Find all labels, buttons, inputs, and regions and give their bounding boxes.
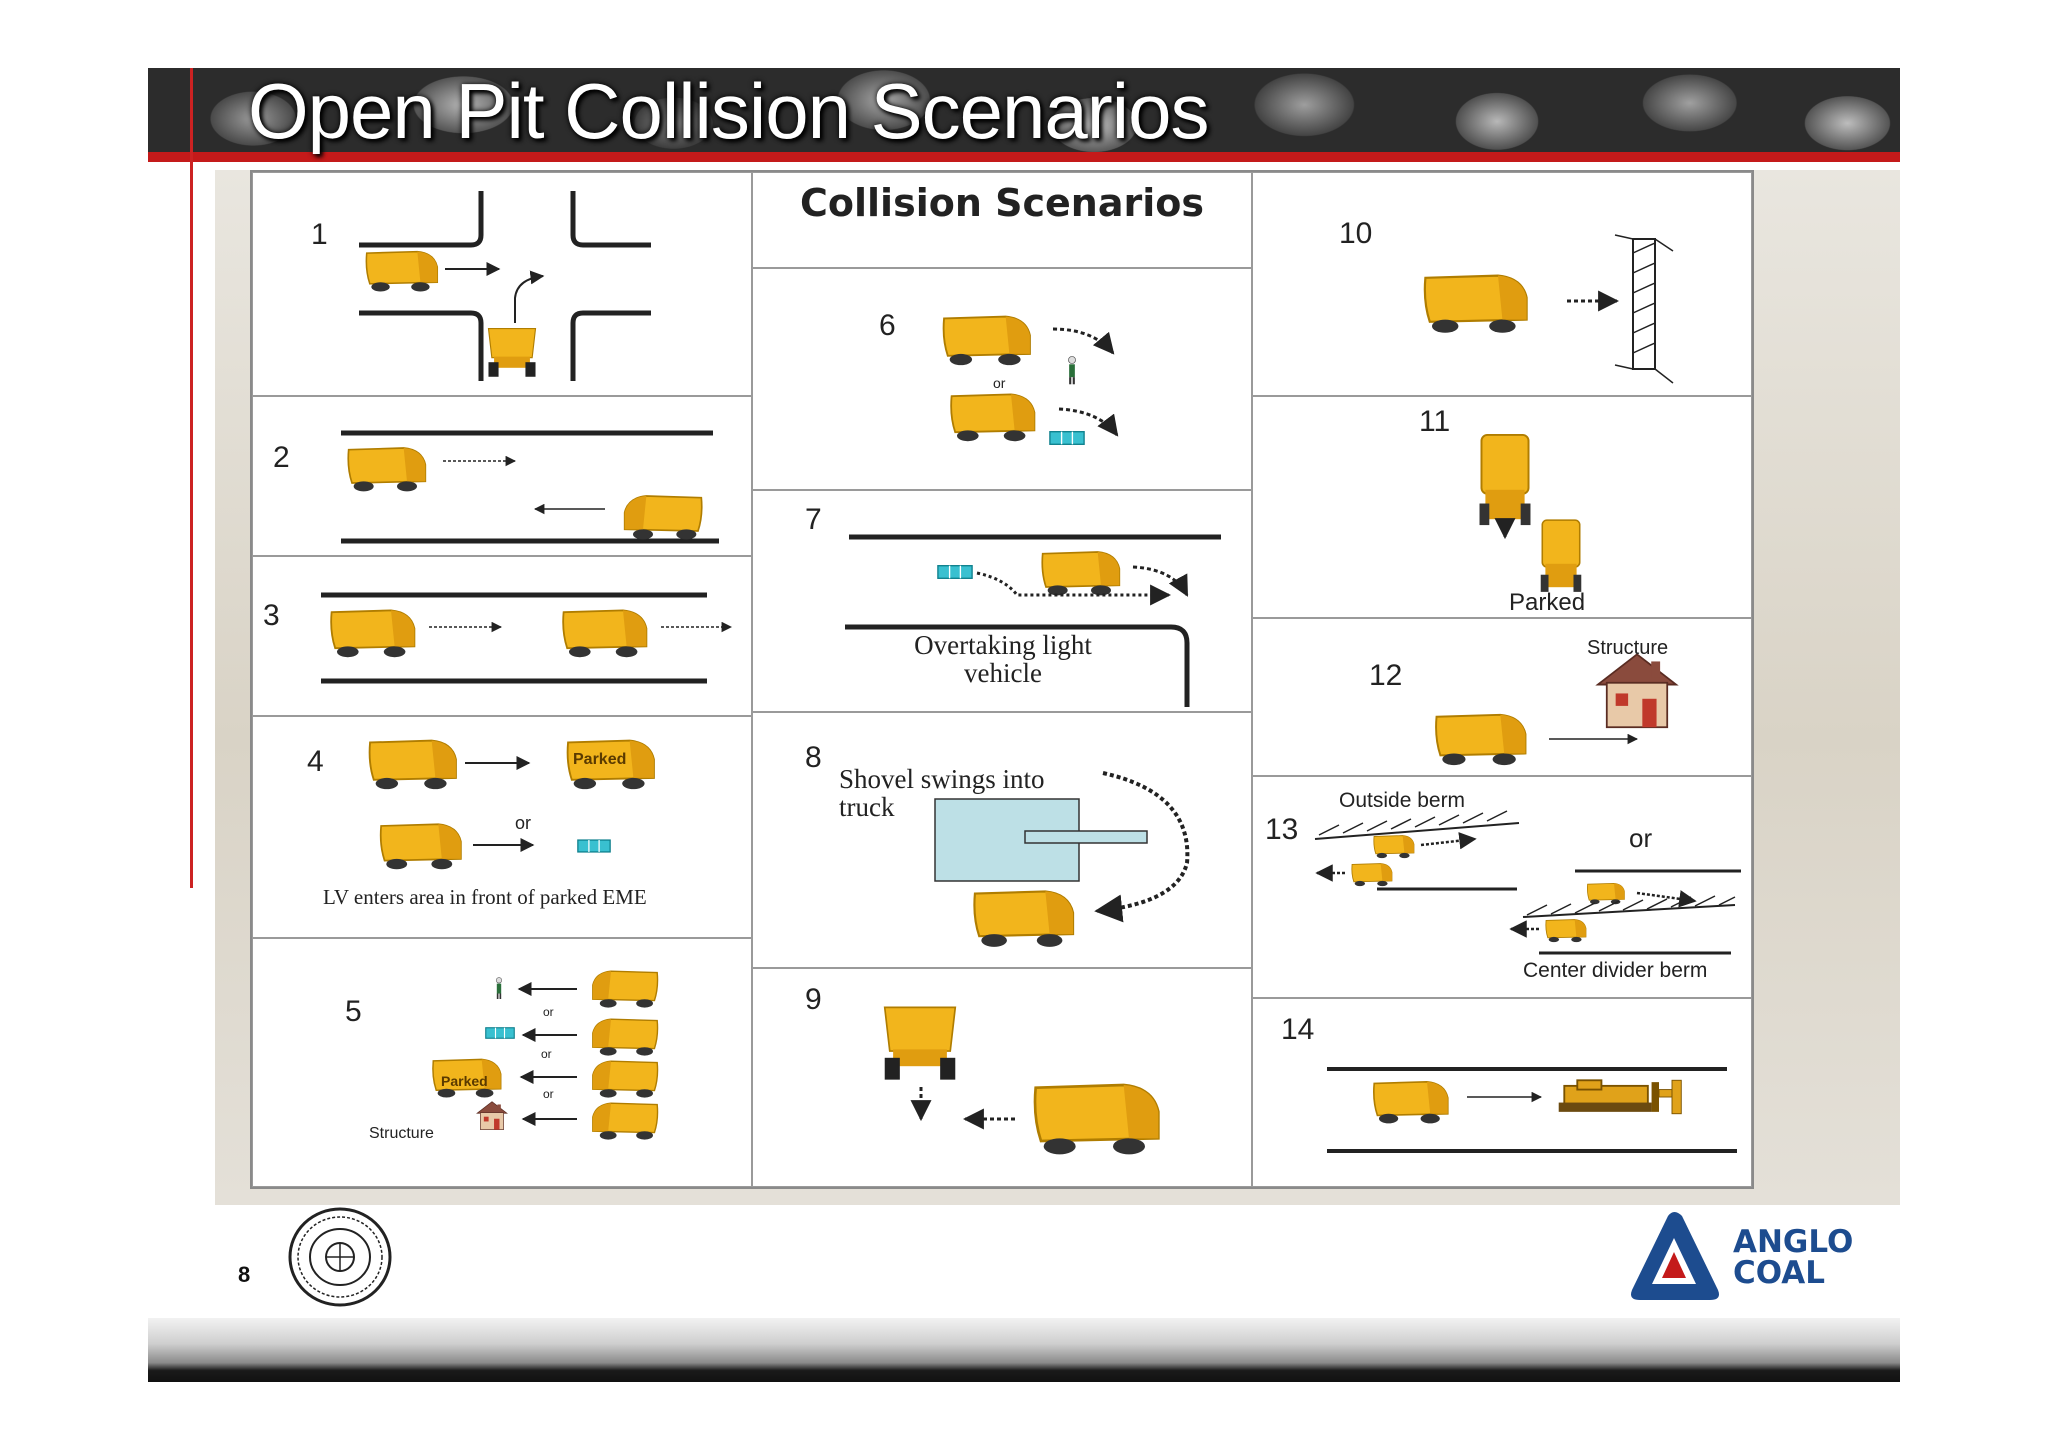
scenario-caption: Overtaking light vehicle [753,630,1251,688]
caption-line: truck [839,792,895,822]
scenario-number: 14 [1281,1013,1315,1046]
scenario-6-cell: 6 or [752,268,1252,490]
header-banner [148,68,1900,160]
scenario-11-cell: 11 Parked [1252,396,1752,618]
scenario-number: 9 [805,983,822,1016]
or-label: or [1629,823,1653,853]
scenario-number: 2 [273,441,290,474]
scenario-13-graphic [1314,810,1741,955]
scenario-14-cell: 14 [1252,998,1752,1187]
scenario-3-cell: 3 [252,556,752,716]
scenario-5-cell: 5 or or or Parked Structure [252,938,752,1187]
or-label: or [543,1005,554,1019]
scenario-number: 7 [805,503,822,536]
scenario-1-graphic [359,191,651,381]
scenario-number: 3 [263,599,280,632]
scenario-number: 11 [1419,405,1451,438]
parked-label: Parked [441,1073,488,1089]
scenario-9-cell: 9 [752,968,1252,1187]
scenario-3-graphic [321,592,733,684]
scenario-caption: LV enters area in front of parked EME [323,885,647,909]
scenario-12-graphic [1434,653,1678,767]
scenario-8-cell: 8 Shovel swings into truck [752,712,1252,968]
structure-label: Structure [369,1125,434,1142]
footer-strip [148,1318,1900,1382]
parked-label: Parked [573,751,627,768]
logo-line: COAL [1733,1255,1826,1291]
scenario-6-graphic [942,315,1119,445]
slide-title: Open Pit Collision Scenarios [248,67,1209,155]
or-label: or [543,1087,554,1101]
structure-label: Structure [1587,637,1669,659]
scenario-10-cell: 10 [1252,172,1752,396]
scenario-caption: Shovel swings into truck [839,765,1045,821]
scenario-number: 4 [307,745,324,778]
scenario-7-cell: 7 Overtaking light vehicle [752,490,1252,712]
scenario-number: 1 [311,218,328,251]
scenario-9-graphic [883,1006,1160,1156]
scenario-number: 5 [345,995,362,1028]
scenario-2-graphic [341,430,719,544]
left-accent-line [190,68,193,888]
scenario-4-cell: 4 Parked or LV enters area in front of p… [252,716,752,938]
caption-line: Overtaking light [914,630,1092,660]
scenario-2-cell: 2 [252,396,752,556]
scenario-13-cell: 13 Outside berm or Center divider berm [1252,776,1752,998]
scenario-4-graphic [368,739,655,871]
diagram-title: Collision Scenarios [800,181,1204,225]
scenario-8-graphic [934,771,1190,949]
or-label: or [993,375,1006,391]
header-divider [148,152,1900,162]
scenario-11-graphic [1478,433,1583,593]
scenario-5-graphic [432,970,659,1141]
caption-line: Shovel swings into [839,764,1045,794]
scenario-number: 13 [1265,813,1299,846]
logo-wordmark: ANGLO COAL [1733,1227,1853,1289]
diagram-title-cell: Collision Scenarios [752,172,1252,268]
or-label: or [515,813,532,833]
scenario-number: 12 [1369,659,1403,692]
scenario-7-graphic [845,534,1221,707]
scenario-number: 6 [879,309,896,342]
collision-scenarios-panel: 1 2 3 [250,170,1754,1189]
seal-emblem [288,1207,392,1307]
page-number: 8 [238,1262,251,1287]
or-label: or [541,1047,552,1061]
outside-berm-label: Outside berm [1339,789,1466,812]
scenario-number: 10 [1339,217,1373,250]
scenario-1-cell: 1 [252,172,752,396]
logo-line: ANGLO [1733,1224,1854,1260]
anglo-coal-logo [1631,1212,1719,1300]
scenario-number: 8 [805,741,822,774]
scenario-14-graphic [1327,1067,1737,1153]
scenario-10-graphic [1423,234,1674,384]
center-divider-label: Center divider berm [1523,959,1708,982]
caption-line: vehicle [964,658,1042,688]
parked-label: Parked [1509,589,1586,616]
scenario-12-cell: 12 Structure [1252,618,1752,776]
